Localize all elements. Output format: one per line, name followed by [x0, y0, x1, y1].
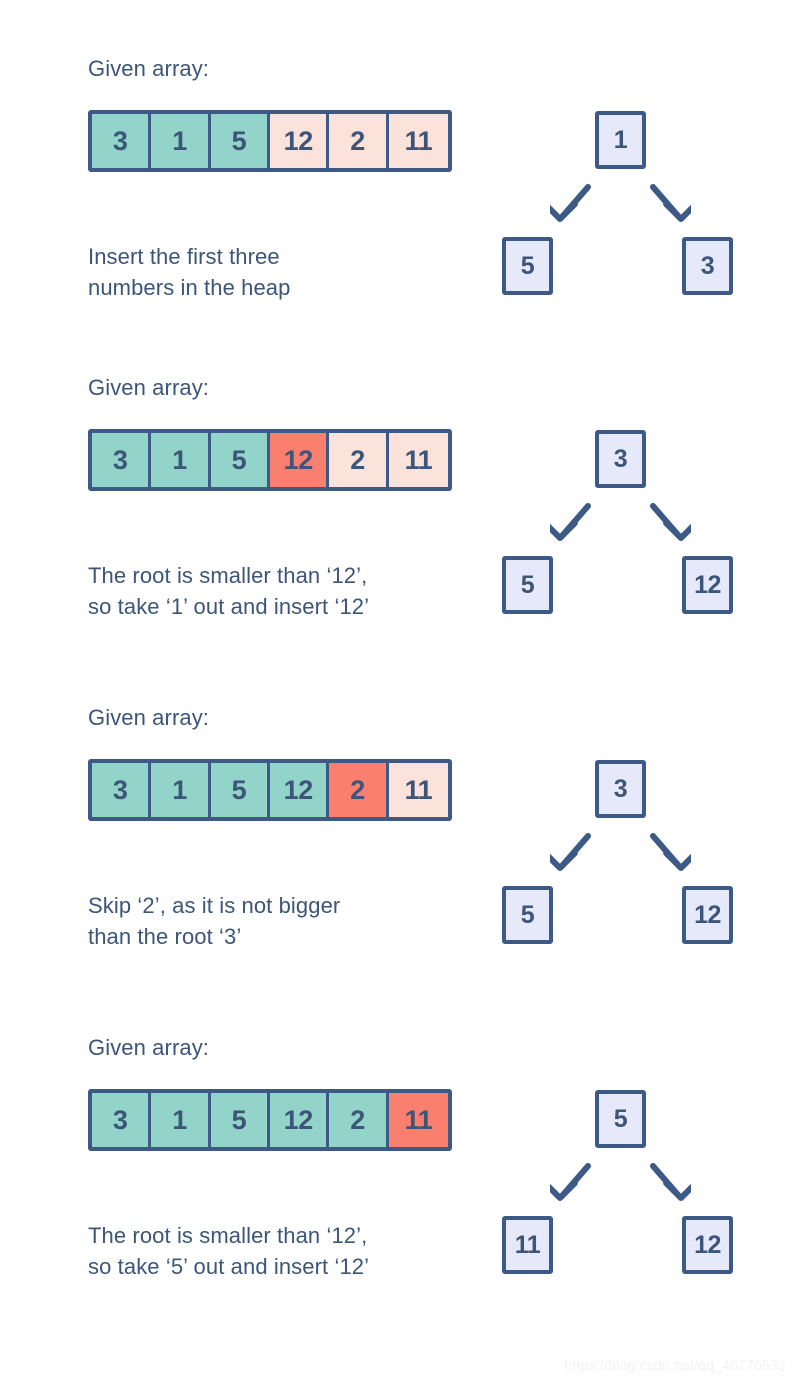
given-array-heading: Given array: — [88, 375, 210, 400]
array-cell[interactable]: 1 — [151, 433, 211, 487]
heap-tree: 5 11 12 — [480, 1090, 780, 1300]
arrow-down-right-icon — [650, 833, 691, 871]
step-1-left-column: Given array: — [88, 56, 488, 82]
heap-node-left[interactable]: 11 — [502, 1216, 553, 1274]
array-cell[interactable]: 2 — [329, 433, 389, 487]
array-cell[interactable]: 11 — [388, 433, 449, 487]
array-row: 3 1 5 12 2 11 — [88, 759, 452, 821]
step-caption: Skip ‘2’, as it is not bigger than the r… — [88, 893, 341, 949]
array-cell[interactable]: 5 — [210, 114, 271, 168]
array-cell[interactable]: 5 — [210, 433, 271, 487]
array-cell[interactable]: 3 — [92, 433, 152, 487]
array-cell[interactable]: 11 — [388, 763, 449, 817]
array-cell[interactable]: 3 — [92, 1093, 152, 1147]
step-caption: The root is smaller than ‘12’, so take ‘… — [88, 1223, 370, 1279]
arrow-down-left-icon — [550, 503, 591, 541]
given-array-heading: Given array: — [88, 56, 210, 81]
heap-tree: 1 5 3 — [480, 111, 780, 321]
watermark-text: https://blog.csdn.net/qq_45770532 — [564, 1357, 786, 1373]
arrow-down-left-icon — [550, 1163, 591, 1201]
heap-node-right[interactable]: 12 — [682, 556, 733, 614]
step-2-left-column: Given array: — [88, 375, 488, 401]
step-3-left-column: Given array: — [88, 705, 488, 731]
array-cell[interactable]: 5 — [210, 1093, 271, 1147]
heap-node-root[interactable]: 5 — [595, 1090, 646, 1148]
array-cell[interactable]: 11 — [388, 114, 449, 168]
arrow-down-right-icon — [650, 1163, 691, 1201]
heap-tree: 3 5 12 — [480, 430, 780, 640]
arrow-down-right-icon — [650, 503, 691, 541]
array-cell[interactable]: 1 — [151, 114, 211, 168]
heap-node-right[interactable]: 12 — [682, 886, 733, 944]
heap-node-left[interactable]: 5 — [502, 556, 553, 614]
heap-node-right[interactable]: 12 — [682, 1216, 733, 1274]
step-caption: Insert the first three numbers in the he… — [88, 244, 291, 300]
heap-tree: 3 5 12 — [480, 760, 780, 970]
heap-node-root[interactable]: 1 — [595, 111, 646, 169]
heap-node-root[interactable]: 3 — [595, 760, 646, 818]
array-cell[interactable]: 3 — [92, 114, 152, 168]
heap-node-left[interactable]: 5 — [502, 237, 553, 295]
given-array-heading: Given array: — [88, 705, 210, 730]
array-cell[interactable]: 1 — [151, 763, 211, 817]
array-cell[interactable]: 5 — [210, 763, 271, 817]
arrow-down-left-icon — [550, 833, 591, 871]
array-cell[interactable]: 12 — [270, 114, 330, 168]
array-cell-highlighted[interactable]: 12 — [270, 433, 330, 487]
array-cell[interactable]: 12 — [270, 1093, 330, 1147]
heap-node-left[interactable]: 5 — [502, 886, 553, 944]
array-cell-highlighted[interactable]: 11 — [388, 1093, 449, 1147]
array-cell[interactable]: 3 — [92, 763, 152, 817]
step-4-left-column: Given array: — [88, 1035, 488, 1061]
heap-node-root[interactable]: 3 — [595, 430, 646, 488]
array-cell-highlighted[interactable]: 2 — [329, 763, 389, 817]
heap-node-right[interactable]: 3 — [682, 237, 733, 295]
array-row: 3 1 5 12 2 11 — [88, 1089, 452, 1151]
array-row: 3 1 5 12 2 11 — [88, 429, 452, 491]
array-cell[interactable]: 2 — [329, 1093, 389, 1147]
arrow-down-left-icon — [550, 184, 591, 222]
given-array-heading: Given array: — [88, 1035, 210, 1060]
step-caption: The root is smaller than ‘12’, so take ‘… — [88, 563, 370, 619]
arrow-down-right-icon — [650, 184, 691, 222]
array-cell[interactable]: 1 — [151, 1093, 211, 1147]
array-cell[interactable]: 12 — [270, 763, 330, 817]
array-row: 3 1 5 12 2 11 — [88, 110, 452, 172]
array-cell[interactable]: 2 — [329, 114, 389, 168]
